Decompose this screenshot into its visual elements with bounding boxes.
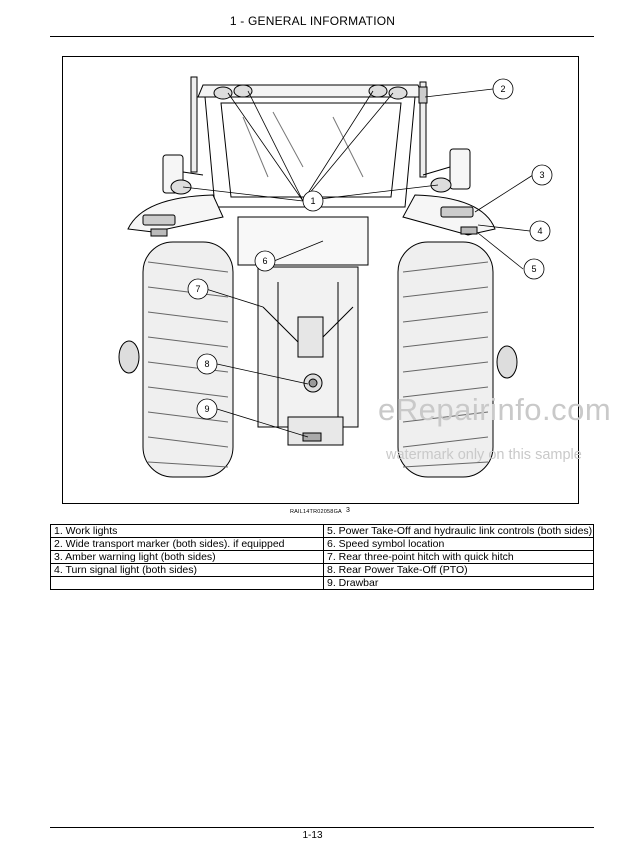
legend-cell: 5. Power Take-Off and hydraulic link con… [323, 524, 594, 538]
page-header-title: 1 - GENERAL INFORMATION [229, 14, 396, 28]
callout-label-9: 9 [204, 404, 209, 414]
callout-circle-9 [196, 398, 218, 420]
legend-table: 1. Work lights 5. Power Take-Off and hyd… [50, 524, 594, 590]
figure-number: 3 [346, 507, 350, 514]
legend-cell: 8. Rear Power Take-Off (PTO) [323, 563, 594, 577]
watermark-notice: watermark only on this sample [386, 447, 582, 463]
callout-leader-lines [182, 88, 534, 438]
legend-cell: 2. Wide transport marker (both sides). i… [50, 537, 324, 551]
table-row: 2. Wide transport marker (both sides). i… [50, 537, 594, 551]
callout-markers: 1 2 3 4 5 6 7 8 9 [187, 78, 553, 420]
header-divider [50, 36, 594, 37]
legend-cell: 1. Work lights [50, 524, 324, 538]
callout-circle-4 [529, 220, 551, 242]
callout-circle-6 [254, 250, 276, 272]
table-row: 1. Work lights 5. Power Take-Off and hyd… [50, 524, 594, 538]
callout-label-2: 2 [500, 84, 505, 94]
callout-label-1: 1 [310, 196, 315, 206]
tractor-rear-figure: 1 2 3 4 5 6 7 8 9 [62, 56, 579, 504]
table-row: 3. Amber warning light (both sides) 7. R… [50, 550, 594, 564]
callout-label-6: 6 [262, 256, 267, 266]
callout-circle-8 [196, 353, 218, 375]
callout-label-4: 4 [537, 226, 542, 236]
callout-label-5: 5 [531, 264, 536, 274]
legend-cell [50, 576, 324, 590]
callout-label-7: 7 [195, 284, 200, 294]
callout-circle-7 [187, 278, 209, 300]
legend-cell: 3. Amber warning light (both sides) [50, 550, 324, 564]
callout-label-3: 3 [539, 170, 544, 180]
callout-circle-5 [523, 258, 545, 280]
legend-cell: 7. Rear three-point hitch with quick hit… [323, 550, 594, 564]
figure-reference-code: RAIL14TR02058GA [290, 509, 342, 515]
callout-label-8: 8 [204, 359, 209, 369]
callout-circle-3 [531, 164, 553, 186]
callout-circle-2 [492, 78, 514, 100]
legend-cell: 6. Speed symbol location [323, 537, 594, 551]
tractor-illustration: 1 2 3 4 5 6 7 8 9 [118, 76, 553, 478]
watermark-brand: eRepairinfo.com [378, 392, 612, 427]
page-number: 1-13 [302, 830, 323, 841]
table-row: 9. Drawbar [50, 576, 594, 590]
callout-circle-1 [302, 190, 324, 212]
table-row: 4. Turn signal light (both sides) 8. Rea… [50, 563, 594, 577]
legend-cell: 9. Drawbar [323, 576, 594, 590]
legend-cell: 4. Turn signal light (both sides) [50, 563, 324, 577]
footer-divider [50, 827, 594, 828]
